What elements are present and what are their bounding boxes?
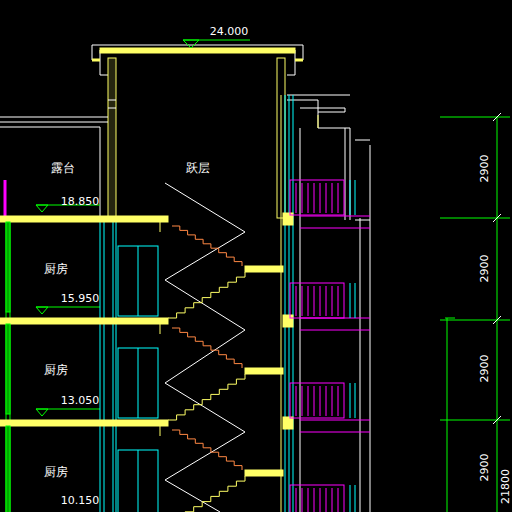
elevation-text: 18.850	[61, 196, 100, 207]
stair-outline	[165, 183, 245, 512]
beam	[160, 318, 161, 334]
baluster	[296, 488, 297, 512]
baluster	[338, 488, 339, 512]
door	[118, 450, 158, 512]
balcony-slab	[300, 216, 370, 228]
dimension-text: 2900	[479, 254, 490, 282]
baluster	[332, 183, 333, 213]
stair-steps	[172, 328, 242, 368]
baluster	[314, 286, 315, 316]
floor-slab	[0, 318, 168, 324]
room-name: 跃层	[186, 162, 210, 174]
baluster	[302, 183, 303, 213]
door	[118, 246, 158, 316]
baluster	[308, 286, 309, 316]
baluster	[332, 488, 333, 512]
dimension-text: 2900	[479, 453, 490, 481]
room-name: 露台	[51, 162, 75, 174]
baluster	[308, 183, 309, 213]
landing	[245, 266, 283, 272]
railing	[290, 283, 344, 318]
window-head	[283, 315, 293, 327]
baluster	[314, 488, 315, 512]
door	[138, 450, 139, 512]
landing	[245, 470, 283, 476]
baluster	[326, 488, 327, 512]
baluster	[326, 386, 327, 416]
landing	[245, 368, 283, 374]
elevation-text: 13.050	[61, 395, 100, 406]
window-head	[283, 417, 293, 429]
door	[118, 348, 158, 418]
railing	[290, 383, 344, 418]
beam	[160, 216, 161, 232]
baluster	[338, 286, 339, 316]
stair-steps	[168, 374, 245, 420]
window	[350, 485, 355, 512]
baluster	[296, 286, 297, 316]
elevation-text: 15.950	[61, 293, 100, 304]
baluster	[320, 183, 321, 213]
balcony-slab	[300, 420, 370, 432]
baluster	[296, 386, 297, 416]
window	[350, 283, 355, 318]
baluster	[308, 488, 309, 512]
room-name: 厨房	[44, 364, 68, 376]
baluster	[314, 386, 315, 416]
elevation-text: 10.150	[61, 495, 100, 506]
window	[350, 383, 355, 418]
dimension-text: 21800	[500, 469, 511, 504]
baluster	[314, 183, 315, 213]
baluster	[326, 183, 327, 213]
baluster	[326, 286, 327, 316]
baluster	[308, 386, 309, 416]
room-name: 厨房	[44, 263, 68, 275]
floor-slab	[0, 420, 168, 426]
baluster	[332, 286, 333, 316]
elevation-text: 24.000	[210, 26, 249, 37]
baluster	[302, 386, 303, 416]
railing	[290, 485, 344, 512]
floor-slab	[0, 216, 168, 222]
baluster	[338, 386, 339, 416]
baluster	[302, 488, 303, 512]
baluster	[296, 183, 297, 213]
beam	[160, 420, 161, 436]
wall	[6, 324, 10, 414]
baluster	[320, 488, 321, 512]
door	[138, 246, 139, 316]
stair-steps	[168, 476, 245, 512]
balcony-slab	[300, 318, 370, 330]
room-name: 厨房	[44, 466, 68, 478]
baluster	[320, 286, 321, 316]
door	[138, 348, 139, 418]
stair-steps	[172, 226, 242, 266]
window	[350, 180, 355, 215]
railing	[290, 180, 344, 215]
baluster	[332, 386, 333, 416]
wall	[6, 222, 10, 312]
stair-steps	[168, 272, 245, 318]
wall	[6, 426, 10, 512]
stair-steps	[172, 430, 242, 470]
baluster	[302, 286, 303, 316]
dimension-text: 2900	[479, 354, 490, 382]
baluster	[320, 386, 321, 416]
dimension-text: 2900	[479, 154, 490, 182]
baluster	[338, 183, 339, 213]
